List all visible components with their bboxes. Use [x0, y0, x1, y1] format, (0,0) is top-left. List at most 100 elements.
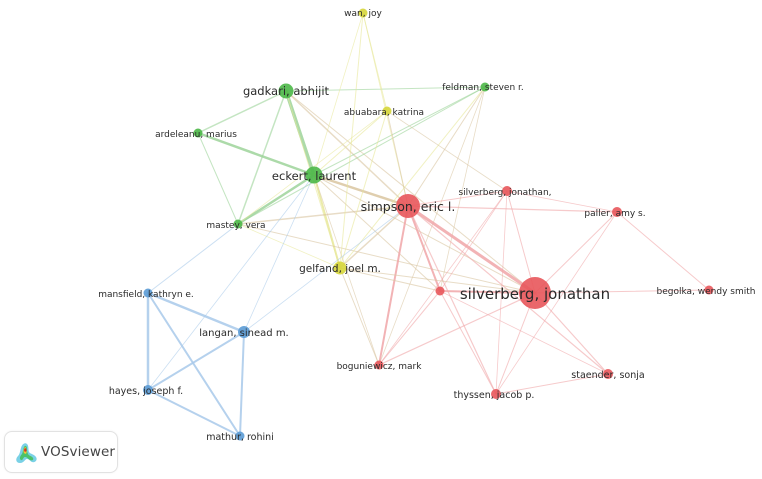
node-thyssen[interactable]: [491, 389, 501, 399]
node-unlabeled_red[interactable]: [435, 286, 445, 296]
link-eckert-unlabeled_red[interactable]: [313, 174, 441, 292]
link-wan-eckert[interactable]: [313, 12, 364, 176]
link-mastey-mansfield[interactable]: [147, 223, 239, 294]
link-gadkari-ardeleanu[interactable]: [197, 90, 287, 134]
node-langan[interactable]: [238, 326, 250, 338]
node-mathur[interactable]: [235, 431, 245, 441]
node-label-gadkari[interactable]: gadkari, abhijit: [243, 84, 330, 98]
link-eckert-feldman[interactable]: [313, 86, 486, 176]
link-gadkari-feldman[interactable]: [285, 86, 486, 92]
link-silverberg-boguniewicz[interactable]: [378, 292, 536, 366]
node-label-gelfand[interactable]: gelfand, joel m.: [299, 263, 381, 275]
node-boguniewicz[interactable]: [374, 360, 384, 370]
node-label-boguniewicz[interactable]: boguniewicz, mark: [337, 362, 423, 372]
node-abuabara[interactable]: [382, 106, 392, 116]
link-silverberg2-paller[interactable]: [506, 190, 618, 213]
link-wan-gelfand[interactable]: [339, 12, 364, 269]
node-label-mastey[interactable]: mastey, vera: [206, 221, 265, 231]
link-gadkari-silverberg[interactable]: [285, 90, 536, 294]
link-silverberg2-boguniewicz[interactable]: [378, 190, 508, 366]
link-eckert-simpson[interactable]: [312, 173, 410, 208]
link-silverberg2-unlabeled_red[interactable]: [439, 190, 508, 292]
link-ardeleanu-mastey[interactable]: [197, 132, 239, 225]
link-eckert-silverberg[interactable]: [313, 174, 536, 294]
node-ardeleanu[interactable]: [193, 128, 203, 138]
link-simpson-thyssen[interactable]: [407, 205, 497, 395]
node-label-silverberg2[interactable]: silverberg, jonathan,: [458, 188, 551, 198]
link-langan-eckert[interactable]: [243, 174, 315, 333]
node-gadkari[interactable]: [278, 83, 294, 99]
node-label-hayes[interactable]: hayes, joseph f.: [109, 386, 183, 397]
link-unlabeled_red-staender[interactable]: [439, 290, 609, 375]
node-simpson[interactable]: [396, 194, 420, 218]
link-simpson-silverberg2[interactable]: [407, 190, 508, 207]
link-simpson-boguniewicz[interactable]: [378, 205, 409, 366]
node-label-langan[interactable]: langan, sinead m.: [199, 328, 288, 339]
link-paller-thyssen[interactable]: [495, 211, 618, 395]
link-gelfand-boguniewicz[interactable]: [339, 267, 380, 366]
link-paller-begolka[interactable]: [616, 211, 710, 291]
link-mastey-feldman[interactable]: [237, 86, 486, 225]
link-eckert-mastey[interactable]: [236, 173, 316, 226]
node-paller[interactable]: [612, 207, 622, 217]
link-abuabara-gelfand[interactable]: [339, 110, 388, 269]
link-silverberg-thyssen[interactable]: [495, 292, 536, 395]
node-label-eckert[interactable]: eckert, laurent: [272, 169, 357, 183]
node-label-begolka[interactable]: begolka, wendy smith: [657, 287, 756, 297]
link-simpson-paller[interactable]: [407, 205, 618, 213]
node-mansfield[interactable]: [143, 288, 153, 298]
node-eckert[interactable]: [305, 166, 323, 184]
link-langan-mathur[interactable]: [239, 331, 245, 437]
link-mastey-silverberg[interactable]: [237, 223, 536, 294]
node-label-abuabara[interactable]: abuabara, katrina: [344, 108, 424, 118]
node-feldman[interactable]: [480, 82, 490, 92]
link-gadkari-simpson[interactable]: [285, 90, 409, 207]
node-label-thyssen[interactable]: thyssen, jacob p.: [454, 390, 535, 401]
link-silverberg2-silverberg[interactable]: [506, 190, 536, 294]
link-simpson-silverberg[interactable]: [406, 204, 537, 295]
node-staender[interactable]: [603, 369, 613, 379]
link-eckert-abuabara[interactable]: [313, 110, 388, 176]
link-silverberg-gelfand[interactable]: [339, 267, 536, 294]
link-unlabeled_red-thyssen[interactable]: [439, 290, 497, 395]
link-abuabara-simpson[interactable]: [386, 110, 409, 207]
link-silverberg-begolka[interactable]: [534, 289, 710, 294]
link-thyssen-staender[interactable]: [495, 373, 609, 395]
link-ardeleanu-eckert[interactable]: [196, 131, 316, 177]
node-label-paller[interactable]: paller, amy s.: [584, 209, 645, 219]
link-gelfand-mastey[interactable]: [237, 223, 341, 269]
link-gelfand-unlabeled_red[interactable]: [339, 267, 441, 292]
link-feldman-unlabeled_red[interactable]: [439, 86, 486, 292]
node-gelfand[interactable]: [333, 261, 347, 275]
link-hayes-eckert[interactable]: [147, 174, 315, 391]
link-langan-hayes[interactable]: [147, 331, 245, 391]
node-label-mansfield[interactable]: mansfield, kathryn e.: [98, 290, 194, 300]
link-simpson-langan[interactable]: [243, 205, 409, 333]
link-feldman-gelfand[interactable]: [339, 86, 486, 269]
link-mastey-simpson[interactable]: [237, 205, 409, 225]
node-hayes[interactable]: [143, 385, 153, 395]
node-label-staender[interactable]: staender, sonja: [571, 370, 644, 381]
link-simpson-unlabeled_red[interactable]: [407, 205, 441, 292]
link-unlabeled_red-boguniewicz[interactable]: [378, 290, 441, 366]
link-paller-silverberg[interactable]: [534, 211, 618, 294]
node-label-silverberg[interactable]: silverberg, jonathan: [460, 285, 610, 303]
link-mansfield-mathur[interactable]: [147, 292, 241, 437]
node-silverberg2[interactable]: [502, 186, 512, 196]
node-label-simpson[interactable]: simpson, eric l.: [361, 199, 456, 214]
node-wan[interactable]: [358, 8, 368, 18]
node-label-ardeleanu[interactable]: ardeleanu, marius: [155, 130, 237, 140]
node-label-feldman[interactable]: feldman, steven r.: [442, 83, 524, 93]
node-label-mathur[interactable]: mathur, rohini: [206, 432, 274, 443]
link-silverberg-staender[interactable]: [534, 292, 609, 375]
link-feldman-simpson[interactable]: [407, 86, 486, 207]
node-silverberg[interactable]: [519, 277, 551, 309]
link-mansfield-langan[interactable]: [146, 291, 246, 334]
link-hayes-mathur[interactable]: [147, 389, 241, 437]
link-eckert-gelfand[interactable]: [313, 174, 341, 269]
link-abuabara-silverberg2[interactable]: [386, 110, 508, 192]
node-mastey[interactable]: [233, 219, 243, 229]
node-begolka[interactable]: [704, 285, 714, 295]
node-label-wan[interactable]: wan, joy: [344, 9, 382, 19]
